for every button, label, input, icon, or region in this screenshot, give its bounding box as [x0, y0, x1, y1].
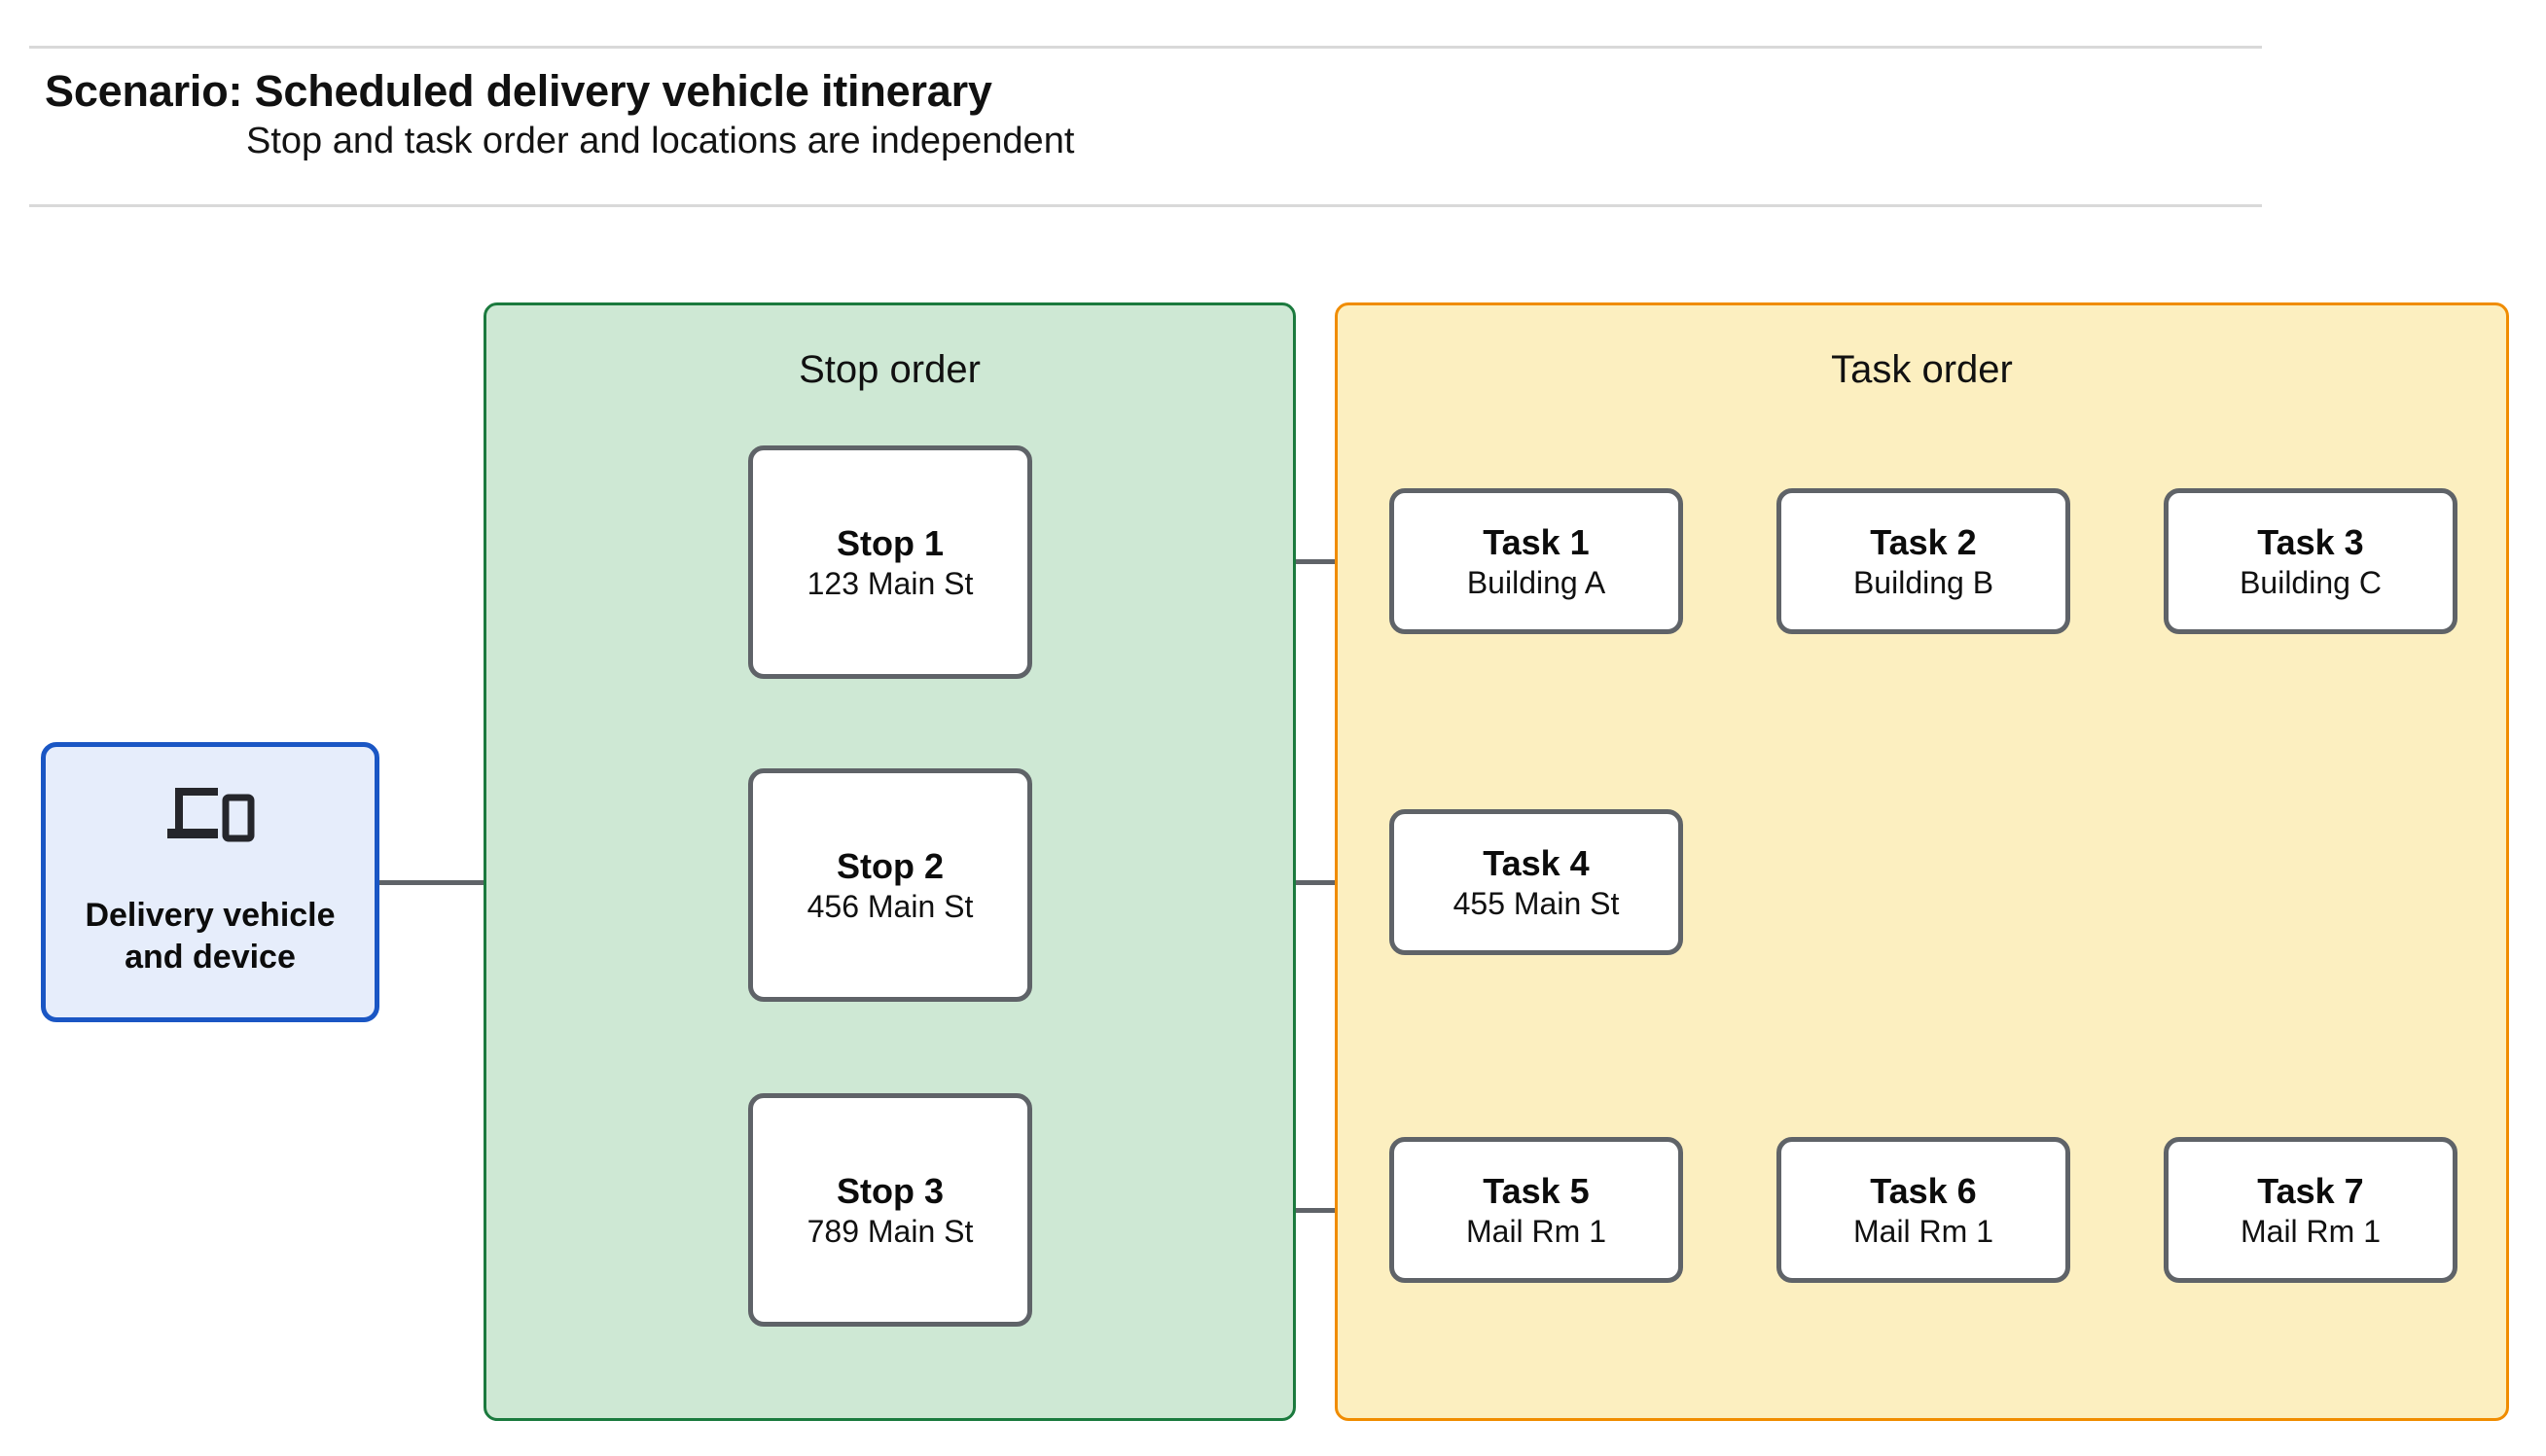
task-node-title: Task 4 — [1483, 842, 1590, 883]
task-order-title: Task order — [1831, 348, 2013, 391]
task-node-title: Task 1 — [1483, 521, 1590, 562]
task-node-location: Building A — [1466, 564, 1606, 600]
task-node-5[interactable]: Task 5 Mail Rm 1 — [1389, 1137, 1683, 1283]
task-node-title: Task 6 — [1870, 1170, 1977, 1211]
task-node-3[interactable]: Task 3 Building C — [2164, 488, 2457, 634]
header-divider-bottom — [29, 204, 2262, 207]
task-node-title: Task 7 — [2257, 1170, 2364, 1211]
task-node-4[interactable]: Task 4 455 Main St — [1389, 809, 1683, 955]
stop-node-location: 123 Main St — [807, 565, 974, 601]
stop-node-3[interactable]: Stop 3 789 Main St — [748, 1093, 1032, 1327]
task-node-location: Mail Rm 1 — [2240, 1213, 2381, 1249]
stop-node-location: 789 Main St — [807, 1213, 974, 1249]
header-divider-top — [29, 46, 2262, 49]
task-node-location: Mail Rm 1 — [1852, 1213, 1993, 1249]
task-node-2[interactable]: Task 2 Building B — [1776, 488, 2070, 634]
task-node-location: Mail Rm 1 — [1465, 1213, 1606, 1249]
stop-node-1[interactable]: Stop 1 123 Main St — [748, 445, 1032, 679]
stop-node-2[interactable]: Stop 2 456 Main St — [748, 768, 1032, 1002]
task-node-title: Task 3 — [2257, 521, 2364, 562]
stop-node-title: Stop 3 — [836, 1170, 944, 1211]
task-node-7[interactable]: Task 7 Mail Rm 1 — [2164, 1137, 2457, 1283]
task-node-6[interactable]: Task 6 Mail Rm 1 — [1776, 1137, 2070, 1283]
stop-order-title: Stop order — [799, 348, 981, 391]
delivery-vehicle-label: Delivery vehicle and device — [85, 897, 336, 976]
devices-icon — [167, 788, 255, 842]
task-node-location: Building B — [1852, 564, 1994, 600]
task-node-title: Task 2 — [1870, 521, 1977, 562]
task-node-location: Building C — [2240, 564, 2382, 600]
stop-node-location: 456 Main St — [807, 888, 974, 924]
task-node-title: Task 5 — [1483, 1170, 1590, 1211]
stop-node-title: Stop 2 — [836, 845, 944, 886]
delivery-vehicle-node[interactable]: Delivery vehicle and device — [41, 742, 379, 1022]
task-node-1[interactable]: Task 1 Building A — [1389, 488, 1683, 634]
task-node-location: 455 Main St — [1452, 885, 1620, 921]
stop-node-title: Stop 1 — [836, 522, 944, 563]
page-subtitle: Stop and task order and locations are in… — [246, 121, 1075, 161]
page-title: Scenario: Scheduled delivery vehicle iti… — [45, 66, 992, 116]
